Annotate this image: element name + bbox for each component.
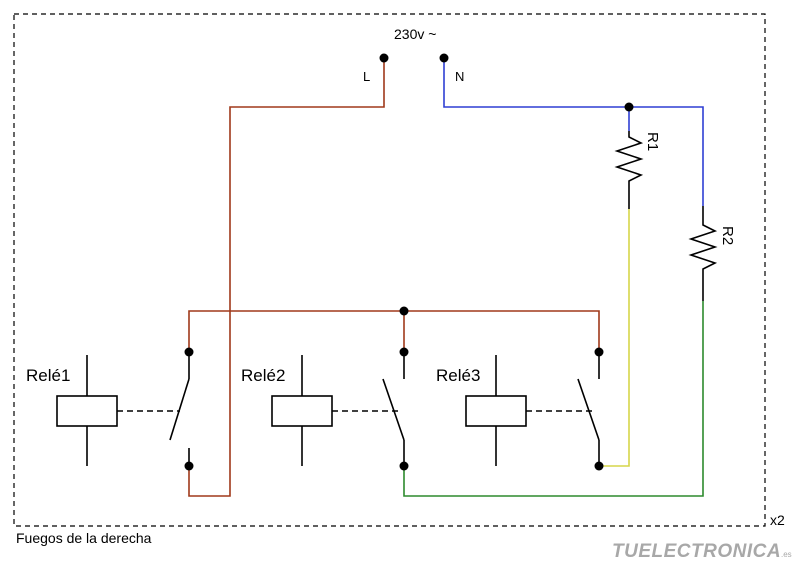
green-wire	[403, 301, 704, 497]
relay-1-label: Relé1	[26, 366, 70, 385]
live-terminal-label: L	[363, 69, 370, 84]
relay-2	[271, 306, 409, 471]
relay-3	[465, 347, 604, 471]
watermark-text: TUELECTRONICA	[612, 541, 781, 561]
relay-2-label: Relé2	[241, 366, 285, 385]
neutral-terminal-dot	[439, 53, 449, 63]
neutral-terminal-label: N	[455, 69, 464, 84]
resistor-r2-label: R2	[719, 226, 736, 245]
resistor-r1	[614, 131, 644, 209]
resistor-r2	[688, 206, 718, 301]
resistor-r1-label: R1	[644, 132, 661, 151]
relay-3-label: Relé3	[436, 366, 480, 385]
caption: Fuegos de la derecha	[16, 530, 152, 546]
neutral-wire	[443, 58, 704, 206]
supply-voltage-label: 230v ~	[394, 26, 436, 42]
yellow-wire	[599, 209, 630, 467]
watermark-logo: TUELECTRONICA .es	[612, 541, 792, 561]
live-wire	[188, 58, 600, 497]
multiplier-label: x2	[770, 512, 785, 528]
enclosure-border	[13, 13, 766, 527]
neutral-junction-dot	[624, 102, 634, 112]
relay-1	[56, 347, 194, 471]
watermark-suffix: .es	[781, 550, 792, 559]
live-terminal-dot	[379, 53, 389, 63]
